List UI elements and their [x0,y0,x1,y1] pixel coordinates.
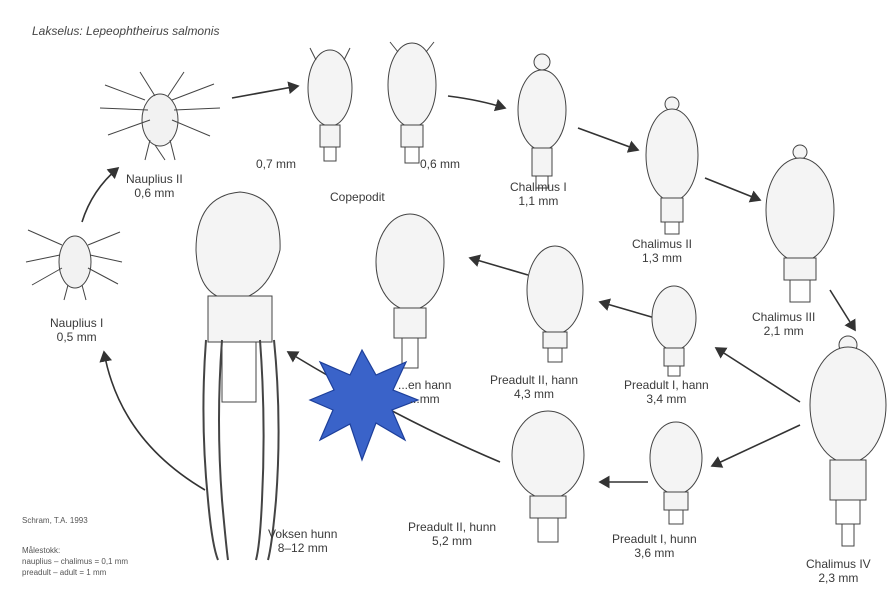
chalimus3-figure [766,145,834,302]
arrow-chalimus2-to-chalimus3 [705,178,760,200]
label-nauplius2-size: 0,6 mm [126,186,183,200]
label-preadult2-male-size: 4,3 mm [490,387,578,401]
preadult2-female-figure [512,411,584,542]
diagram-title: Lakselus: Lepeophtheirus salmonis [32,24,219,38]
scale-heading: Målestokk: [22,546,60,556]
arrow-copepodit-to-chalimus1 [448,96,505,108]
arrow-p2male-to-male [470,258,528,275]
nauplius2-figure [100,72,220,160]
arrow-n1-to-n2 [82,168,118,222]
label-adult-female-name: Voksen hunn [268,527,337,541]
label-chalimus1-size: 1,1 mm [510,194,567,208]
label-nauplius1: Nauplius I 0,5 mm [50,316,103,344]
preadult1-male-figure [652,286,696,376]
label-chalimus2-name: Chalimus II [632,237,692,251]
label-chalimus3-size: 2,1 mm [752,324,815,338]
arrow-female-to-n1 [104,352,205,490]
arrow-n2-to-copepodit [232,86,298,98]
label-adult-female-size: 8–12 mm [268,541,337,555]
label-nauplius2-name: Nauplius II [126,172,183,186]
scale-line-2: preadult – adult = 1 mm [22,568,106,578]
label-preadult1-male-size: 3,4 mm [624,392,709,406]
label-chalimus4-name: Chalimus IV [806,557,871,571]
adult-female-figure [196,192,280,560]
label-adult-male-name: ...en hann [398,378,451,392]
credit-author: Schram, T.A. 1993 [22,516,88,526]
arrow-chalimus3-to-chalimus4 [830,290,855,330]
scale-line-1: nauplius – chalimus = 0,1 mm [22,557,128,567]
arrow-chalimus1-to-chalimus2 [578,128,638,150]
chalimus1-figure [518,54,566,188]
label-chalimus3-name: Chalimus III [752,310,815,324]
label-nauplius1-size: 0,5 mm [50,330,103,344]
chalimus2-figure [646,97,698,234]
copepodit-figure-right [388,42,436,163]
arrow-p1male-to-p2male [600,302,655,318]
preadult2-male-figure [527,246,583,362]
label-adult-male: ...en hann ...mm [398,378,451,406]
label-chalimus2: Chalimus II 1,3 mm [632,237,692,265]
label-preadult1-male: Preadult I, hann 3,4 mm [624,378,709,406]
copepodit-figure-left [308,48,352,161]
label-preadult1-female-size: 3,6 mm [612,546,697,560]
nauplius1-figure [26,230,122,300]
label-chalimus1-name: Chalimus I [510,180,567,194]
label-nauplius1-name: Nauplius I [50,316,103,330]
label-preadult1-female: Preadult I, hunn 3,6 mm [612,532,697,560]
label-preadult2-female-name: Preadult II, hunn [408,520,496,534]
label-preadult2-female-size: 5,2 mm [408,534,496,548]
label-preadult1-male-name: Preadult I, hann [624,378,709,392]
chalimus4-figure [810,336,886,546]
label-chalimus3: Chalimus III 2,1 mm [752,310,815,338]
label-preadult1-female-name: Preadult I, hunn [612,532,697,546]
label-copepodit-name: Copepodit [330,190,385,204]
label-preadult2-female: Preadult II, hunn 5,2 mm [408,520,496,548]
label-chalimus1: Chalimus I 1,1 mm [510,180,567,208]
label-copepodit-size-right: 0,6 mm [420,157,460,171]
label-adult-male-size: ...mm [398,392,451,406]
cycle-arrows [82,86,855,490]
label-adult-female: Voksen hunn 8–12 mm [268,527,337,555]
arrow-chalimus4-to-p1female [712,425,800,466]
label-preadult2-male: Preadult II, hann 4,3 mm [490,373,578,401]
label-chalimus2-size: 1,3 mm [632,251,692,265]
label-chalimus4: Chalimus IV 2,3 mm [806,557,871,585]
label-chalimus4-size: 2,3 mm [806,571,871,585]
preadult1-female-figure [650,422,702,524]
label-preadult2-male-name: Preadult II, hann [490,373,578,387]
arrow-chalimus4-to-p1male [716,348,800,402]
label-copepodit-size-left: 0,7 mm [256,157,296,171]
adult-male-figure [376,214,444,368]
label-nauplius2: Nauplius II 0,6 mm [126,172,183,200]
